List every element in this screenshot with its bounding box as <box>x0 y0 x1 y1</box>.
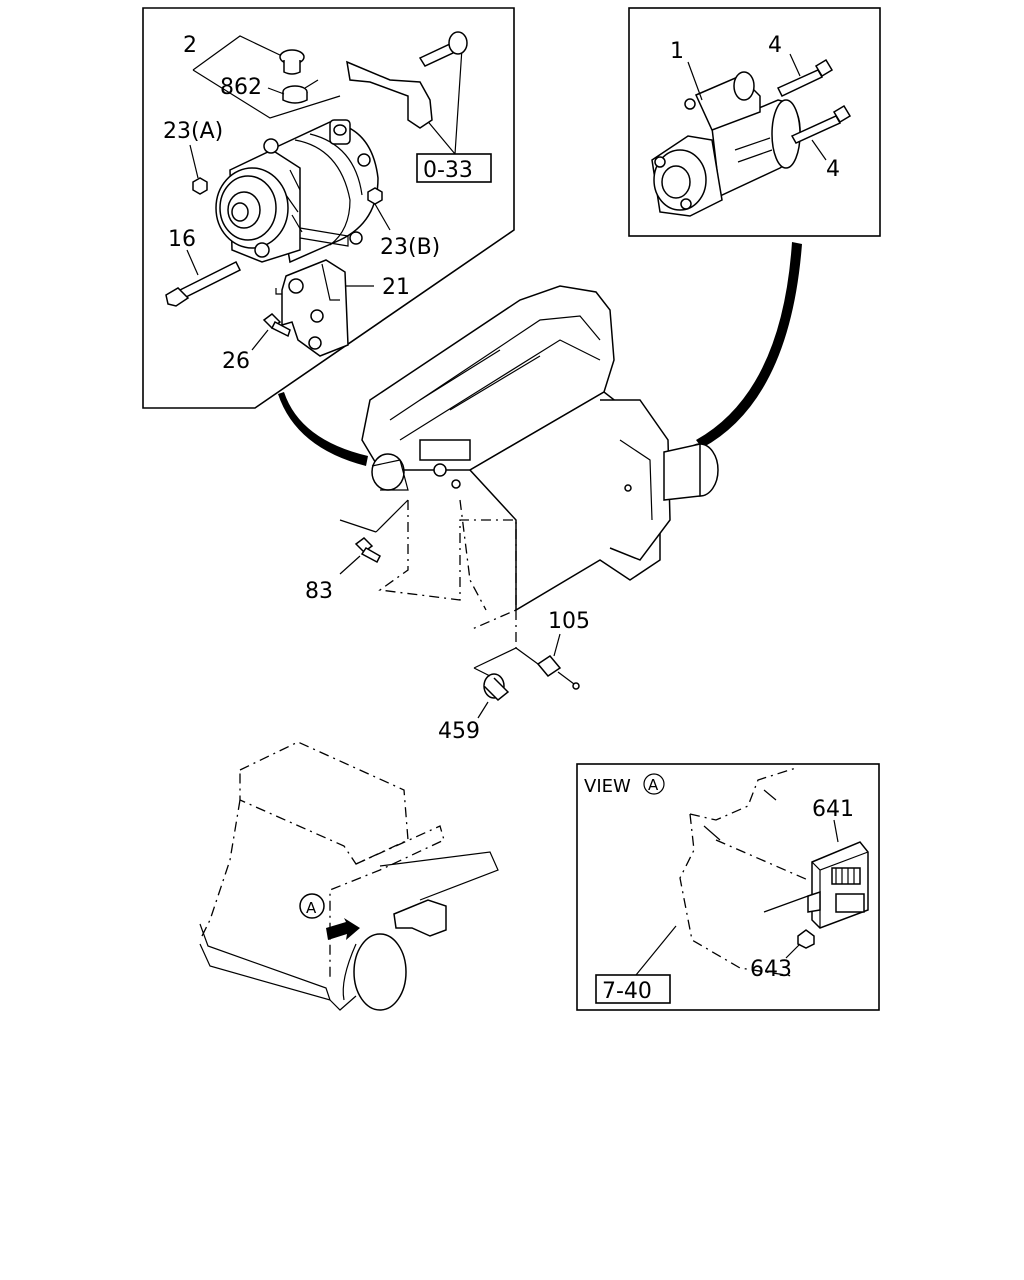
ref-0-33-label: 0-33 <box>423 158 473 183</box>
engine-block <box>361 285 719 631</box>
starter-bolt-top <box>776 58 834 97</box>
alternator-detail-panel: 0-33 <box>142 7 515 409</box>
label-641: 641 <box>812 797 854 822</box>
label-2: 2 <box>183 33 197 58</box>
view-title-marker <box>643 773 665 795</box>
alternator-pointer-arrow <box>278 392 368 466</box>
bolt-26 <box>262 313 291 338</box>
label-23a: 23(A) <box>163 119 223 144</box>
ref-7-40-label: 7-40 <box>602 979 652 1004</box>
label-643: 643 <box>750 957 792 982</box>
sensor-105 <box>536 655 580 690</box>
view-a-marker <box>299 893 325 919</box>
view-a-panel: VIEW A 641 643 7-40 <box>576 763 880 1011</box>
nut-643 <box>797 929 815 949</box>
label-4-bottom: 4 <box>826 157 840 182</box>
truck-illustration: A <box>199 741 499 1011</box>
label-4-top: 4 <box>768 33 782 58</box>
ref-box-7-40[interactable] <box>595 974 671 1004</box>
alternator <box>215 119 379 264</box>
view-title: VIEW <box>584 776 631 797</box>
starter-pointer-arrow <box>696 242 802 448</box>
view-a-arrow <box>326 918 360 940</box>
ref-box-0-33[interactable] <box>416 153 492 183</box>
bush-459 <box>483 673 510 702</box>
starter-detail-panel: 1 4 4 <box>628 7 881 237</box>
nut-23b <box>367 187 383 205</box>
label-1: 1 <box>670 39 684 64</box>
label-459: 459 <box>438 719 480 744</box>
view-title-marker-label: A <box>648 776 659 794</box>
bolt-83 <box>354 537 381 564</box>
truck-marker-label: A <box>306 899 317 917</box>
label-26: 26 <box>222 349 250 374</box>
starter-bolt-bottom <box>790 104 852 144</box>
bracket-21 <box>281 259 349 357</box>
label-105: 105 <box>548 609 590 634</box>
bolt-16 <box>165 260 242 307</box>
upper-bracket <box>346 60 433 129</box>
label-23b: 23(B) <box>380 235 440 260</box>
label-83: 83 <box>305 579 333 604</box>
cap-862 <box>279 49 319 104</box>
label-16: 16 <box>168 227 196 252</box>
label-862: 862 <box>220 75 262 100</box>
relay-641 <box>807 841 869 929</box>
upper-bolt-head <box>448 31 468 55</box>
starter-motor <box>651 71 801 217</box>
label-21: 21 <box>382 275 410 300</box>
nut-23a <box>192 177 208 195</box>
